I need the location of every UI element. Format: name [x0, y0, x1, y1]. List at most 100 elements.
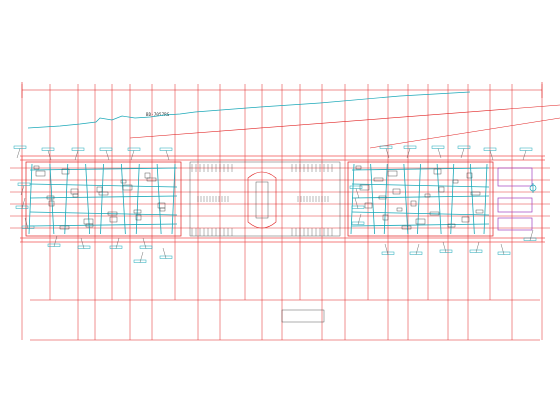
- route-label: BD-7057RS: [146, 112, 170, 117]
- leader-line: [357, 213, 362, 225]
- equipment-unit: [122, 184, 133, 191]
- duct-run: [85, 163, 91, 235]
- leader-line: [53, 235, 58, 247]
- duct-run: [351, 183, 490, 188]
- equipment-unit: [85, 223, 94, 228]
- leader-line: [74, 150, 79, 161]
- left-equipment-block: [25, 161, 182, 237]
- leader-line: [442, 241, 447, 253]
- lower-wing: [30, 299, 540, 341]
- duct-run: [483, 163, 488, 235]
- leader-line: [475, 241, 480, 253]
- equipment-unit: [33, 165, 40, 170]
- leader-line: [354, 197, 359, 209]
- duct-run: [29, 195, 178, 199]
- equipment-unit: [146, 177, 157, 182]
- leader-line: [437, 148, 442, 159]
- equipment-unit: [401, 225, 412, 230]
- equipment-unit: [461, 216, 470, 223]
- duct-run: [351, 211, 490, 216]
- tag-box: [13, 145, 27, 149]
- duct-run: [417, 163, 421, 235]
- equipment-unit: [135, 214, 142, 221]
- duct-run: [351, 195, 490, 199]
- diagonal-boundary-lines: [129, 104, 560, 149]
- compass-marker-icon: [529, 183, 537, 193]
- leader-line: [20, 185, 25, 196]
- equipment-unit: [70, 188, 79, 195]
- equipment-unit: [61, 168, 70, 175]
- equipment-unit: [120, 179, 127, 184]
- duct-run: [469, 163, 475, 235]
- equipment-unit: [364, 202, 373, 209]
- duct-run: [171, 163, 176, 235]
- equipment-unit: [355, 165, 362, 170]
- equipment-unit: [96, 186, 103, 193]
- equipment-unit: [378, 195, 387, 200]
- equipment-unit: [133, 209, 142, 214]
- equipment-unit: [424, 193, 431, 198]
- equipment-unit: [373, 177, 384, 182]
- leader-line: [142, 237, 147, 249]
- tag-box: [99, 147, 113, 151]
- duct-run: [370, 163, 376, 235]
- leader-line: [139, 251, 144, 263]
- equipment-unit: [387, 170, 398, 177]
- duct-run: [156, 163, 162, 235]
- equipment-unit: [359, 184, 370, 191]
- equipment-unit: [107, 211, 118, 216]
- equipment-unit: [46, 195, 55, 200]
- duct-run: [64, 163, 69, 235]
- tag-box: [159, 147, 173, 151]
- equipment-unit: [98, 191, 109, 196]
- equipment-unit: [392, 188, 401, 195]
- leader-line: [105, 150, 110, 161]
- duct-run: [351, 223, 490, 227]
- tag-box: [17, 182, 31, 186]
- equipment-unit: [415, 218, 426, 225]
- top-dimension-ticks: [21, 84, 543, 96]
- equipment-unit: [475, 209, 484, 214]
- equipment-unit: [429, 211, 440, 216]
- duct-run: [120, 163, 126, 235]
- duct-run: [436, 163, 442, 235]
- tag-box: [41, 147, 55, 151]
- axis-grid-lines: [21, 96, 543, 340]
- leader-line: [16, 148, 21, 159]
- leader-line: [115, 237, 120, 249]
- equipment-unit: [410, 200, 417, 207]
- tag-box: [403, 145, 417, 149]
- leader-line: [384, 243, 389, 255]
- duct-run: [100, 163, 104, 235]
- right-equipment-block: [347, 161, 494, 237]
- central-concourse: [189, 161, 341, 237]
- leader-line: [415, 243, 420, 255]
- duct-run: [135, 163, 140, 235]
- duct-run: [350, 163, 355, 235]
- equipment-unit: [396, 207, 403, 212]
- leader-line: [522, 150, 527, 161]
- equipment-unit: [470, 191, 481, 196]
- leader-line: [162, 247, 167, 259]
- leader-line: [500, 243, 505, 255]
- leader-line: [24, 217, 29, 229]
- leader-line: [489, 150, 494, 161]
- duct-run: [351, 167, 490, 171]
- leader-line: [385, 148, 390, 159]
- equipment-unit: [466, 172, 473, 179]
- leader-line: [406, 148, 411, 159]
- leader-line: [355, 188, 360, 199]
- leader-line: [21, 197, 26, 209]
- right-end-units: [497, 167, 533, 231]
- tag-box: [431, 145, 445, 149]
- duct-run: [450, 163, 455, 235]
- stair-hatching: [191, 164, 333, 236]
- equipment-unit: [109, 216, 118, 223]
- equipment-unit: [438, 186, 445, 193]
- building-outline: [20, 155, 545, 243]
- leader-line: [460, 148, 465, 159]
- duct-run: [28, 163, 33, 235]
- duct-run: [403, 163, 409, 235]
- equipment-unit: [452, 179, 459, 184]
